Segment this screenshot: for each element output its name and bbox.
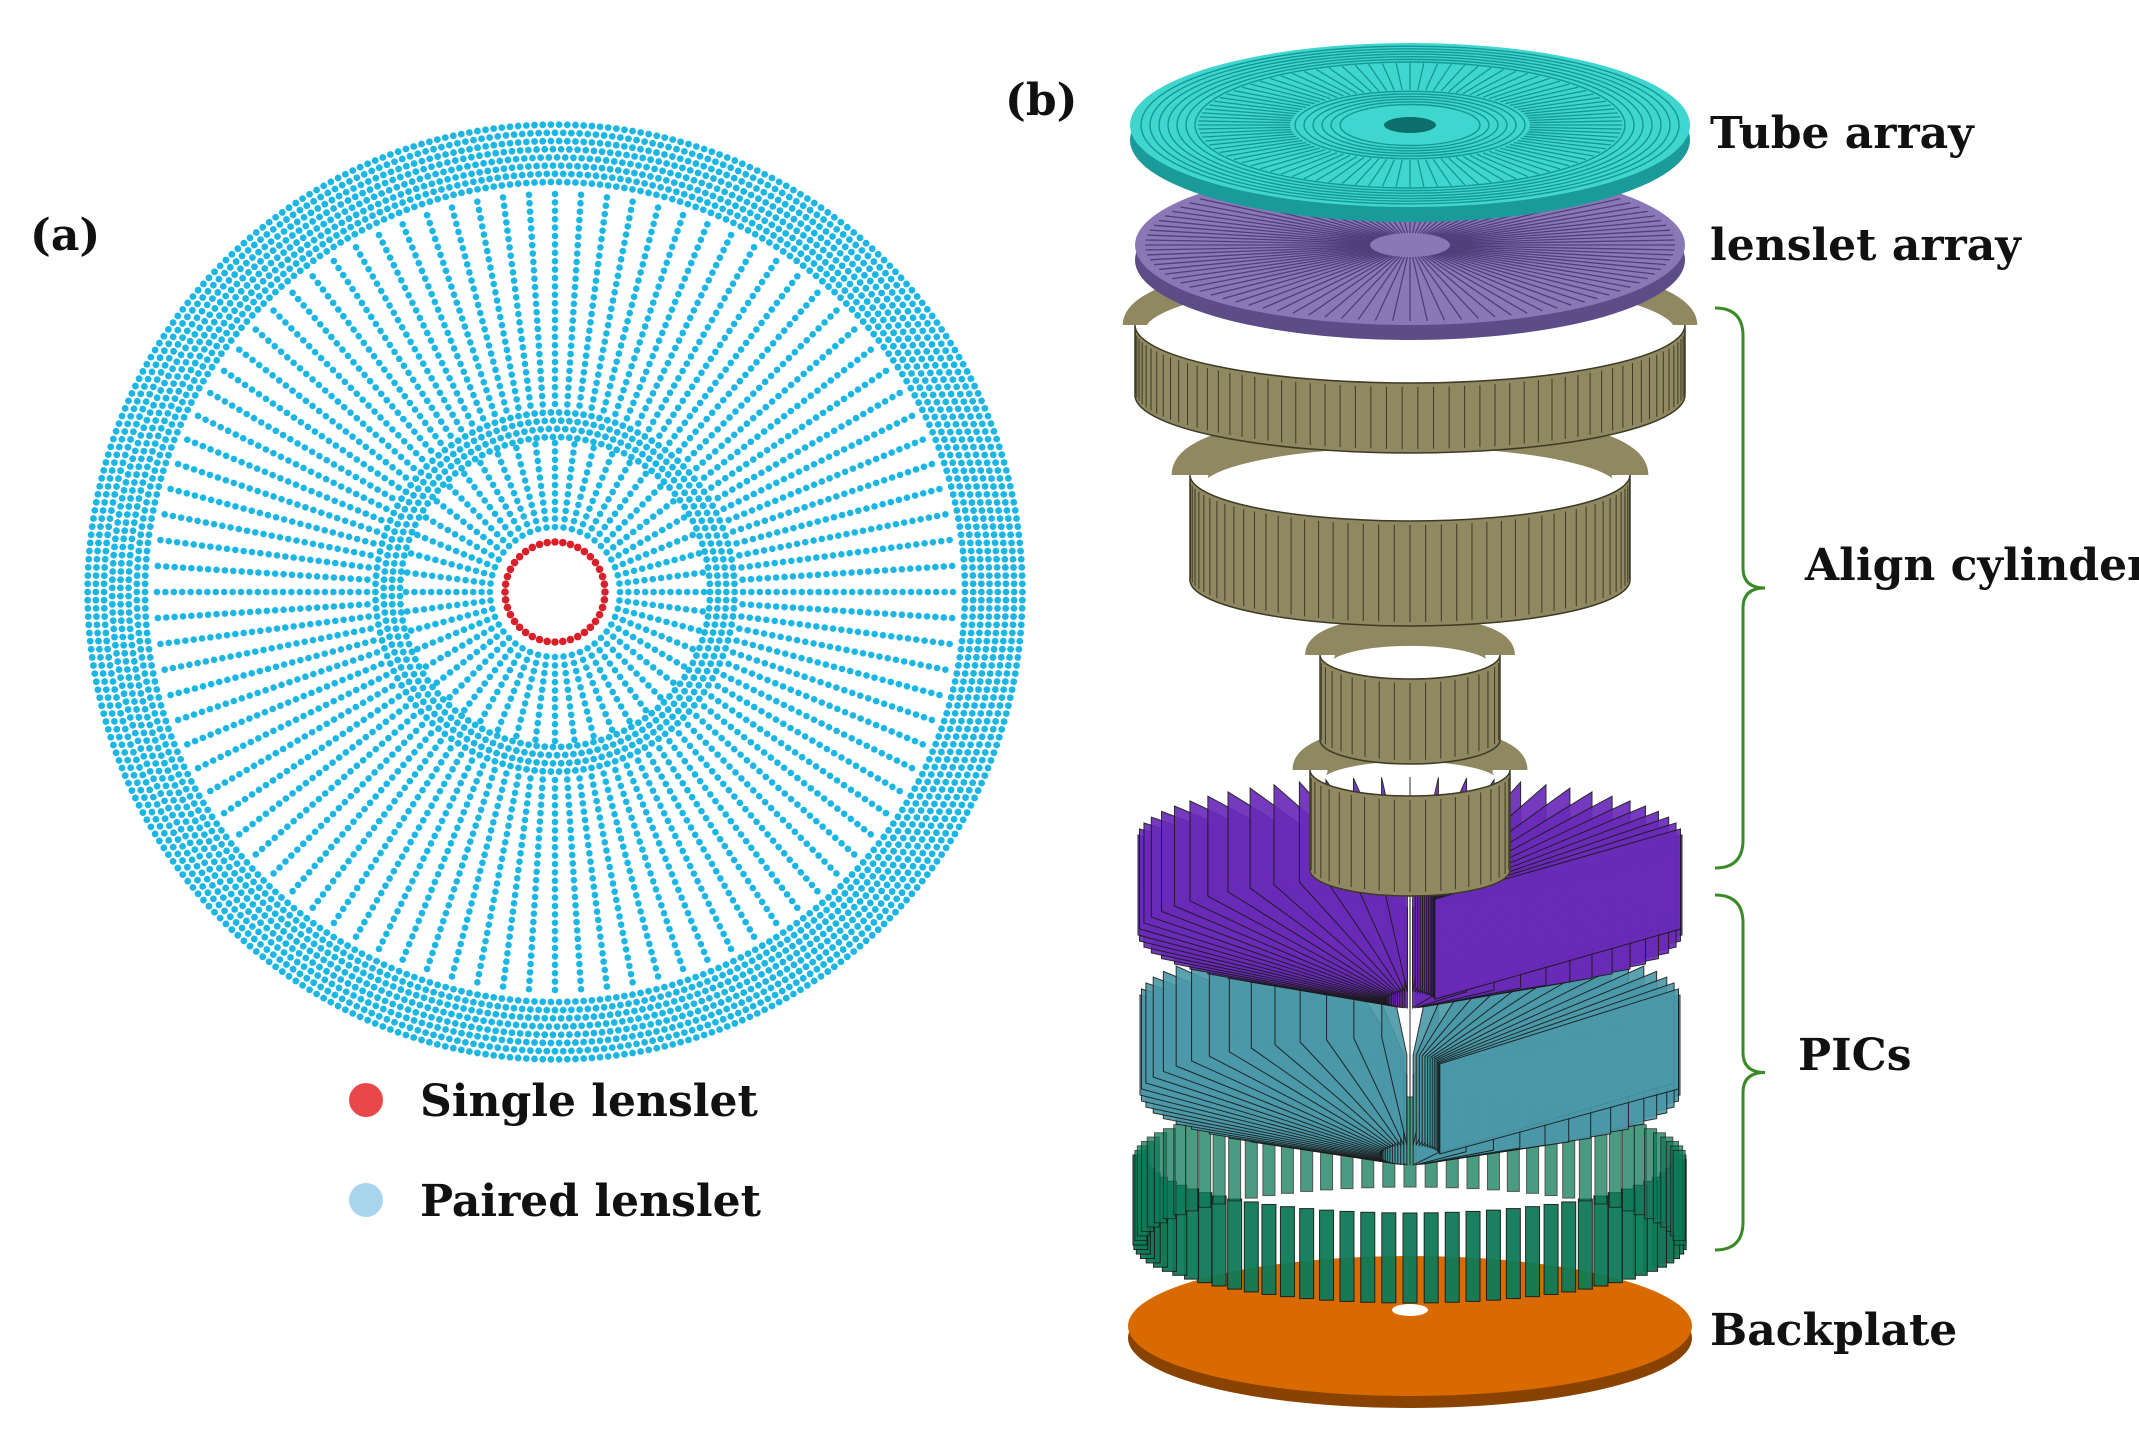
panel-a: (a) Single lenslet Paired lenslet — [30, 121, 1026, 1227]
tube-array-disk — [1130, 43, 1690, 222]
exploded-assembly-view — [1122, 43, 1698, 1408]
tube-array-label: Tube array — [1710, 108, 1975, 159]
single-lenslet-dots — [501, 538, 609, 646]
legend-single-marker — [349, 1083, 383, 1117]
part-labels: Tube array lenslet array Align cylinder … — [1710, 108, 2139, 1356]
pics-brace — [1714, 893, 1766, 1252]
align-cylinder-brace — [1714, 306, 1766, 870]
panel-b-label: (b) — [1005, 75, 1077, 126]
panel-a-label: (a) — [30, 210, 100, 261]
brackets — [1714, 306, 1766, 1252]
align-cylinder-3 — [1305, 616, 1515, 765]
legend-paired-label: Paired lenslet — [420, 1176, 762, 1227]
lenslet-array-label: lenslet array — [1710, 220, 2022, 271]
legend-single-label: Single lenslet — [420, 1076, 758, 1127]
align-cylinder-2 — [1171, 410, 1649, 627]
pic-layer-2 — [1139, 937, 1681, 1166]
panel-b: (b) Tube array lenslet array Align cylin… — [1005, 43, 2139, 1408]
legend: Single lenslet Paired lenslet — [349, 1076, 762, 1227]
pic-layer-1 — [1137, 777, 1683, 1009]
align-cylinder-label: Align cylinder — [1804, 540, 2139, 591]
legend-paired-marker — [349, 1183, 383, 1217]
lenslet-layout-diagram — [84, 121, 1026, 1063]
backplate-label: Backplate — [1710, 1305, 1957, 1356]
align-cylinder-4 — [1292, 726, 1528, 897]
paired-lenslet-dots — [84, 121, 1026, 1063]
pics-label: PICs — [1798, 1030, 1911, 1081]
